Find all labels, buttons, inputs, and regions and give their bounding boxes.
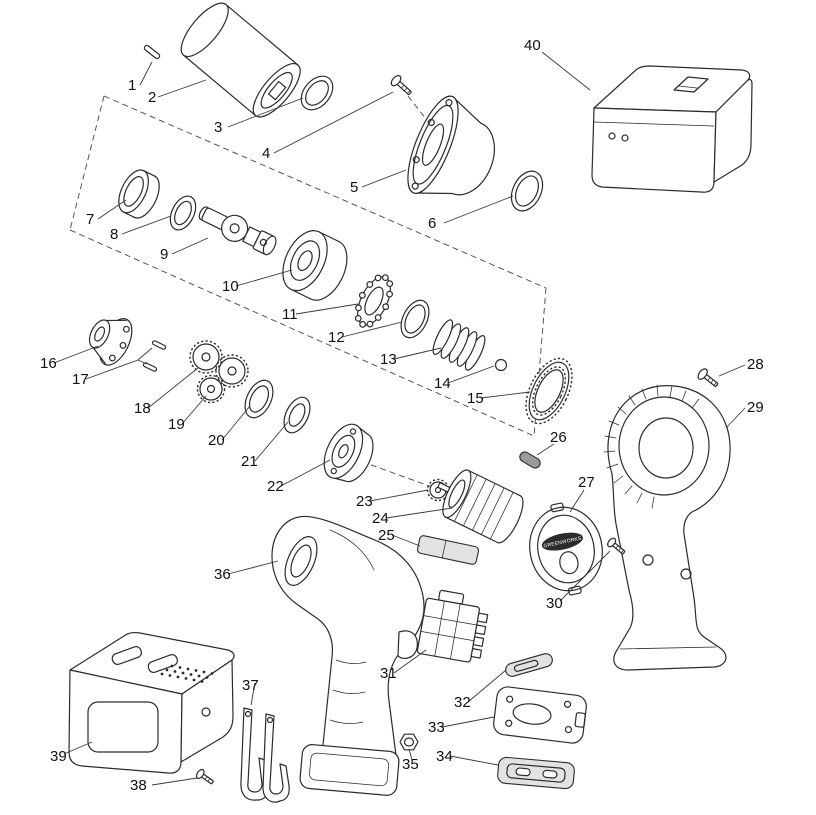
part-label-32: 32 (454, 694, 471, 711)
part-label-11: 11 (282, 306, 298, 323)
part-17-pins (142, 340, 167, 372)
part-number-labels: 1 2 3 4 5 6 7 8 9 10 11 12 13 14 15 16 1… (40, 37, 764, 794)
part-29-housing-right-half (603, 384, 731, 671)
part-36-housing-left-half (271, 515, 425, 796)
part-30-screw (607, 537, 626, 555)
leader-lines (53, 51, 746, 786)
part-12-ring (400, 299, 430, 339)
part-label-8: 8 (110, 226, 118, 243)
part-6-o-ring (510, 170, 544, 212)
part-label-12: 12 (328, 329, 345, 346)
part-label-38: 38 (130, 777, 147, 794)
part-9-anvil-shaft (198, 206, 277, 256)
part-label-19: 19 (168, 416, 185, 433)
part-27-motor-end-cap: GREENWORKS (529, 502, 603, 596)
part-21-washer (283, 396, 311, 434)
part-26-capsule (519, 451, 541, 469)
part-label-6: 6 (428, 215, 436, 232)
part-label-15: 15 (467, 390, 484, 407)
part-14-ball (494, 358, 508, 372)
part-label-23: 23 (356, 493, 373, 510)
part-label-3: 3 (214, 119, 222, 136)
part-label-22: 22 (267, 478, 284, 495)
part-label-2: 2 (148, 89, 156, 106)
part-39-battery-pack (68, 632, 235, 774)
part-2-cylinder (180, 2, 301, 118)
part-label-27: 27 (578, 474, 595, 491)
part-31-switch-assembly (416, 589, 489, 663)
part-label-20: 20 (208, 432, 225, 449)
part-37-belt-clip (240, 707, 290, 803)
part-1-pin (143, 44, 161, 60)
part-label-7: 7 (86, 211, 94, 228)
part-33-bottom-tray (493, 686, 587, 744)
part-label-17: 17 (72, 371, 89, 388)
part-label-39: 39 (50, 748, 67, 765)
part-3-o-ring (300, 75, 334, 111)
part-label-37: 37 (242, 677, 259, 694)
part-19-gear (196, 374, 226, 404)
part-7-bearing-ring (118, 169, 160, 219)
part-25-plate (416, 535, 480, 565)
part-20-washer (244, 379, 274, 419)
part-label-1: 1 (128, 77, 136, 94)
battery-vent-dots (160, 664, 214, 683)
part-label-24: 24 (372, 510, 389, 527)
part-label-35: 35 (402, 756, 419, 773)
assembly-axis-dashed-lines (69, 95, 547, 501)
part-label-34: 34 (436, 748, 453, 765)
part-label-16: 16 (40, 355, 57, 372)
part-label-5: 5 (350, 179, 358, 196)
part-label-26: 26 (550, 429, 567, 446)
part-40-battery-pack (591, 65, 753, 193)
part-label-28: 28 (747, 356, 764, 373)
part-8-washer (169, 195, 197, 231)
part-label-30: 30 (546, 595, 563, 612)
part-label-4: 4 (262, 145, 270, 162)
part-34-base-plate (497, 756, 575, 790)
part-label-10: 10 (222, 278, 239, 295)
part-35-nut (399, 733, 419, 751)
part-label-31: 31 (380, 665, 397, 682)
part-label-25: 25 (378, 527, 395, 544)
part-label-13: 13 (380, 351, 397, 368)
part-label-36: 36 (214, 566, 231, 583)
part-label-9: 9 (160, 246, 168, 263)
part-label-18: 18 (134, 400, 151, 417)
part-5-hammer-case (407, 95, 495, 196)
part-11-ball-cage (354, 274, 394, 328)
part-label-40: 40 (524, 37, 541, 54)
part-28-screw (697, 368, 719, 387)
part-label-14: 14 (434, 375, 451, 392)
part-24-rotor (437, 469, 524, 544)
part-label-21: 21 (241, 453, 258, 470)
part-22-cam-hub (323, 423, 374, 483)
part-4-screw (390, 75, 412, 96)
part-label-33: 33 (428, 719, 445, 736)
part-label-29: 29 (747, 399, 764, 416)
part-32-small-cover (505, 653, 553, 677)
part-38-screw (195, 768, 214, 785)
part-13-spring (432, 319, 486, 371)
part-15-ring-gear (525, 357, 573, 425)
part-16-output-hub (88, 318, 133, 366)
part-18-planet-gears (189, 340, 249, 388)
part-10-hammer (282, 230, 348, 301)
